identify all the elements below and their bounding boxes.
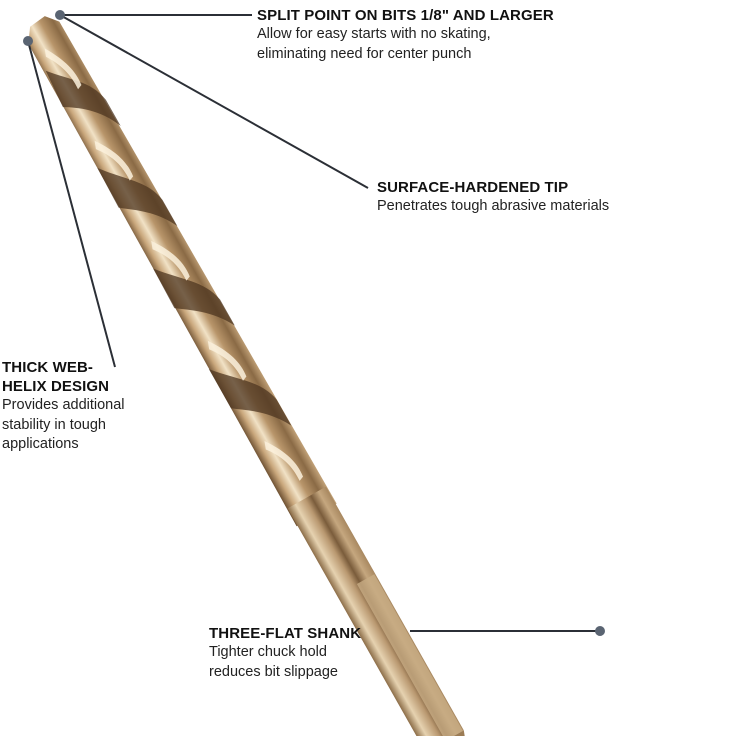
callout-thick-web-helix: THICK WEB- HELIX DESIGN Provides additio… [2, 358, 125, 455]
leader-dots [23, 10, 605, 636]
thick-web-dot [23, 36, 33, 46]
callout-title: SPLIT POINT ON BITS 1/8" AND LARGER [257, 7, 554, 24]
helix-highlights [44, 48, 304, 481]
callout-split-point: SPLIT POINT ON BITS 1/8" AND LARGER Allo… [257, 6, 554, 64]
split-point-dot [55, 10, 65, 20]
shank-dot [595, 626, 605, 636]
callout-description: Allow for easy starts with no skating, e… [257, 26, 491, 62]
callout-surface-hardened-tip: SURFACE-HARDENED TIP Penetrates tough ab… [377, 178, 609, 217]
drill-bit [28, 16, 466, 736]
callout-description: Tighter chuck hold reduces bit slippage [209, 644, 338, 680]
leader-thick-web [27, 40, 116, 368]
callout-description: Provides additional stability in tough a… [2, 397, 125, 452]
callout-description: Penetrates tough abrasive materials [377, 198, 610, 214]
callout-three-flat-shank: THREE-FLAT SHANK Tighter chuck hold redu… [209, 624, 361, 682]
leader-lines [27, 14, 600, 632]
helix-flutes [45, 70, 292, 426]
callout-title: THICK WEB- HELIX DESIGN [2, 359, 110, 395]
callout-title: THREE-FLAT SHANK [209, 625, 362, 642]
shank-flat [356, 574, 463, 736]
callout-title: SURFACE-HARDENED TIP [377, 179, 569, 196]
leader-surface-tip [59, 14, 369, 189]
